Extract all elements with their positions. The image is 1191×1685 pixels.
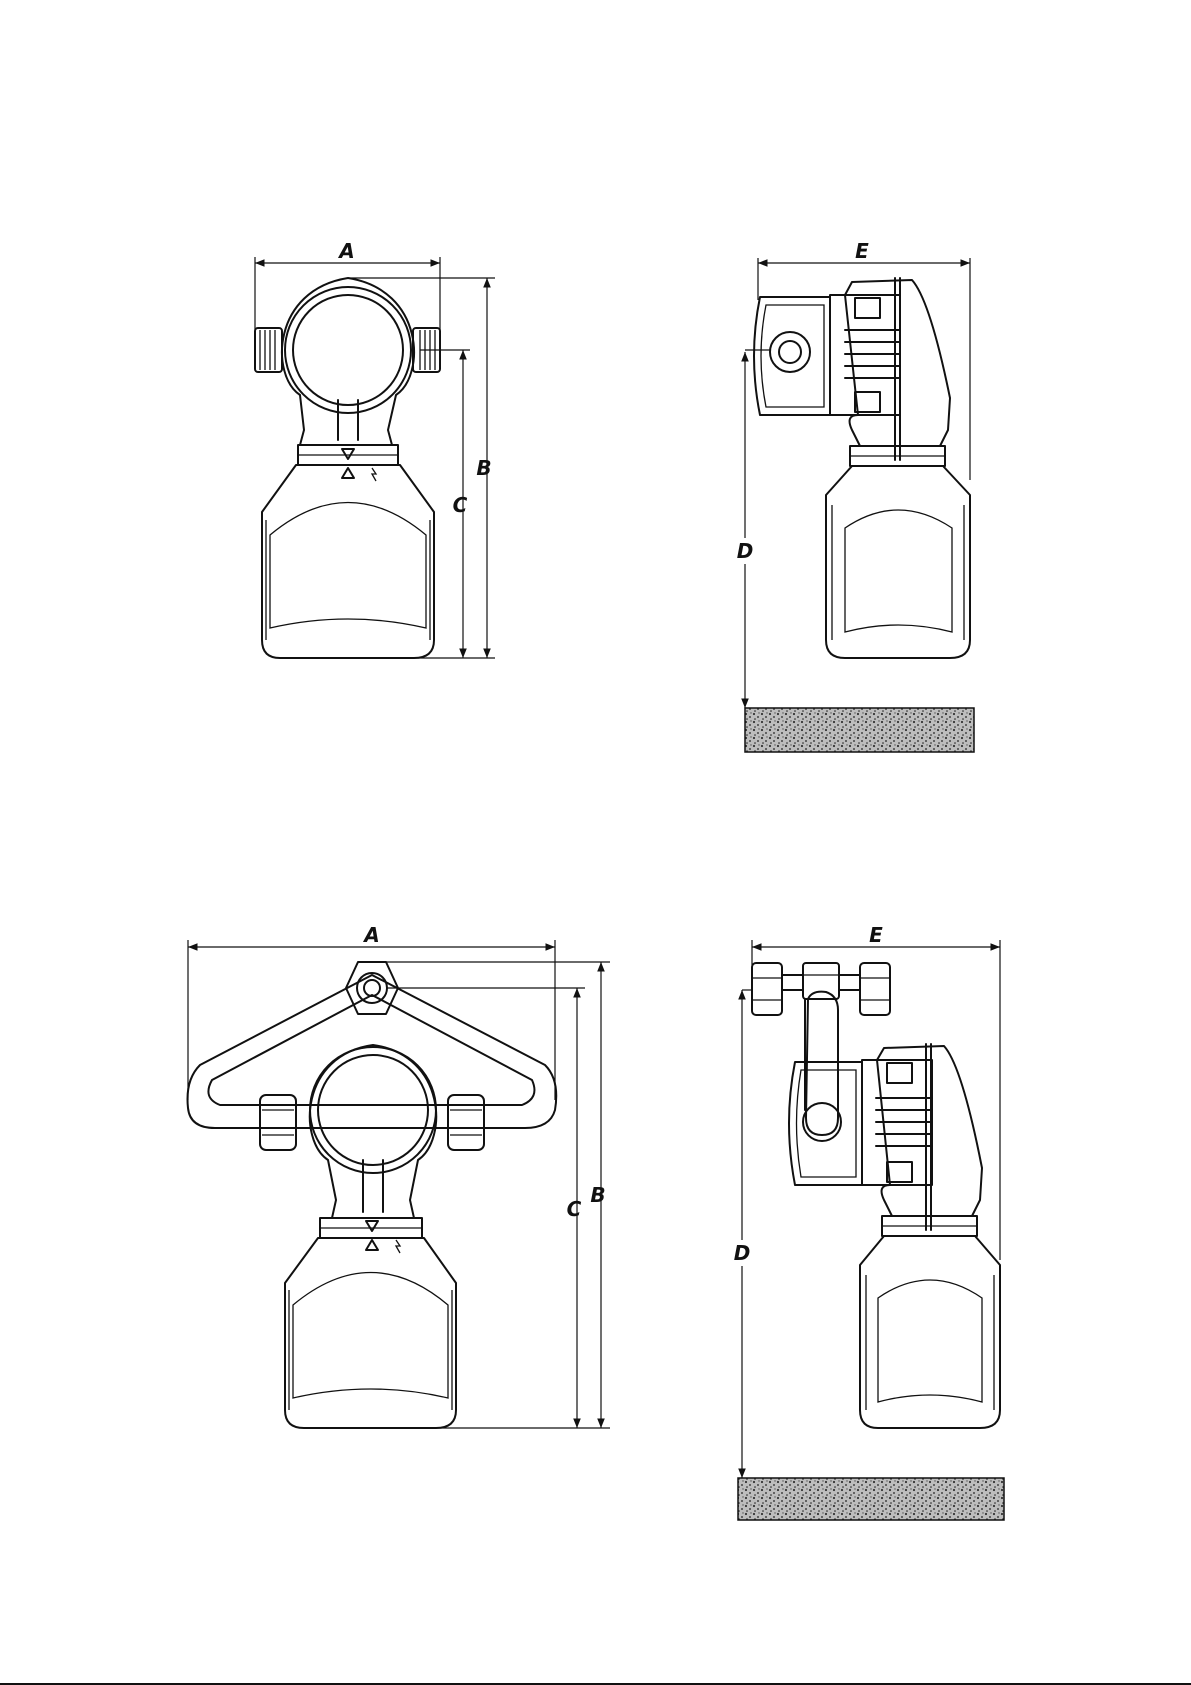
ground-surface-bottom bbox=[738, 1478, 1004, 1520]
battery-body-bottom bbox=[285, 1238, 456, 1428]
arrow-up-mark bbox=[342, 468, 354, 478]
label-b-top: B bbox=[476, 456, 491, 480]
lightning-mark bbox=[372, 468, 376, 481]
sensor-ring-inner-bottom bbox=[318, 1055, 428, 1165]
label-b-bottom: B bbox=[590, 1183, 605, 1207]
label-d-bottom: D bbox=[734, 1241, 751, 1265]
side-port-inner bbox=[779, 341, 801, 363]
side-housing-bottom bbox=[877, 1046, 982, 1216]
label-e-top: E bbox=[855, 239, 869, 263]
side-view-bottom bbox=[752, 963, 1000, 1428]
sensor-ring-outer bbox=[285, 287, 411, 413]
label-a-top: A bbox=[337, 239, 354, 263]
front-view-bottom-dimensions: A B C bbox=[188, 923, 610, 1428]
bracket-nut-right bbox=[860, 963, 890, 1015]
side-nut-left bbox=[260, 1095, 296, 1150]
side-port-outer bbox=[770, 332, 810, 372]
label-c-bottom: C bbox=[567, 1197, 582, 1221]
side-battery-body bbox=[826, 466, 970, 658]
side-connector-cap bbox=[754, 297, 830, 415]
bracket-arm-pipe bbox=[806, 992, 838, 1135]
front-view-top bbox=[255, 278, 440, 658]
arrow-up-mark-bottom bbox=[366, 1240, 378, 1250]
sensor-ring-inner bbox=[293, 295, 403, 405]
front-view-bottom bbox=[188, 962, 557, 1428]
arrow-down-mark-bottom bbox=[366, 1221, 378, 1231]
label-d-top: D bbox=[737, 539, 754, 563]
side-nut-right bbox=[448, 1095, 484, 1150]
label-e-bottom: E bbox=[869, 923, 883, 947]
ground-surface-top bbox=[745, 708, 974, 752]
label-a-bottom: A bbox=[362, 923, 379, 947]
label-c-top: C bbox=[453, 493, 468, 517]
sensor-ring-housing-bottom bbox=[310, 1045, 436, 1218]
side-housing bbox=[845, 280, 950, 446]
battery-body bbox=[262, 465, 434, 658]
sensor-ring-housing bbox=[282, 278, 414, 445]
side-view-top-dimensions: E D bbox=[734, 239, 970, 708]
threaded-connector-left bbox=[255, 328, 282, 372]
arrow-down-mark bbox=[342, 449, 354, 459]
bracket-inner bbox=[208, 995, 534, 1105]
sensor-ring-outer-bottom bbox=[310, 1047, 436, 1173]
lightning-mark-bottom bbox=[396, 1240, 400, 1253]
bracket-nut-left bbox=[752, 963, 782, 1015]
side-battery-body-bottom bbox=[860, 1236, 1000, 1428]
side-view-top bbox=[745, 278, 970, 658]
bracket-nut-center bbox=[803, 963, 839, 999]
